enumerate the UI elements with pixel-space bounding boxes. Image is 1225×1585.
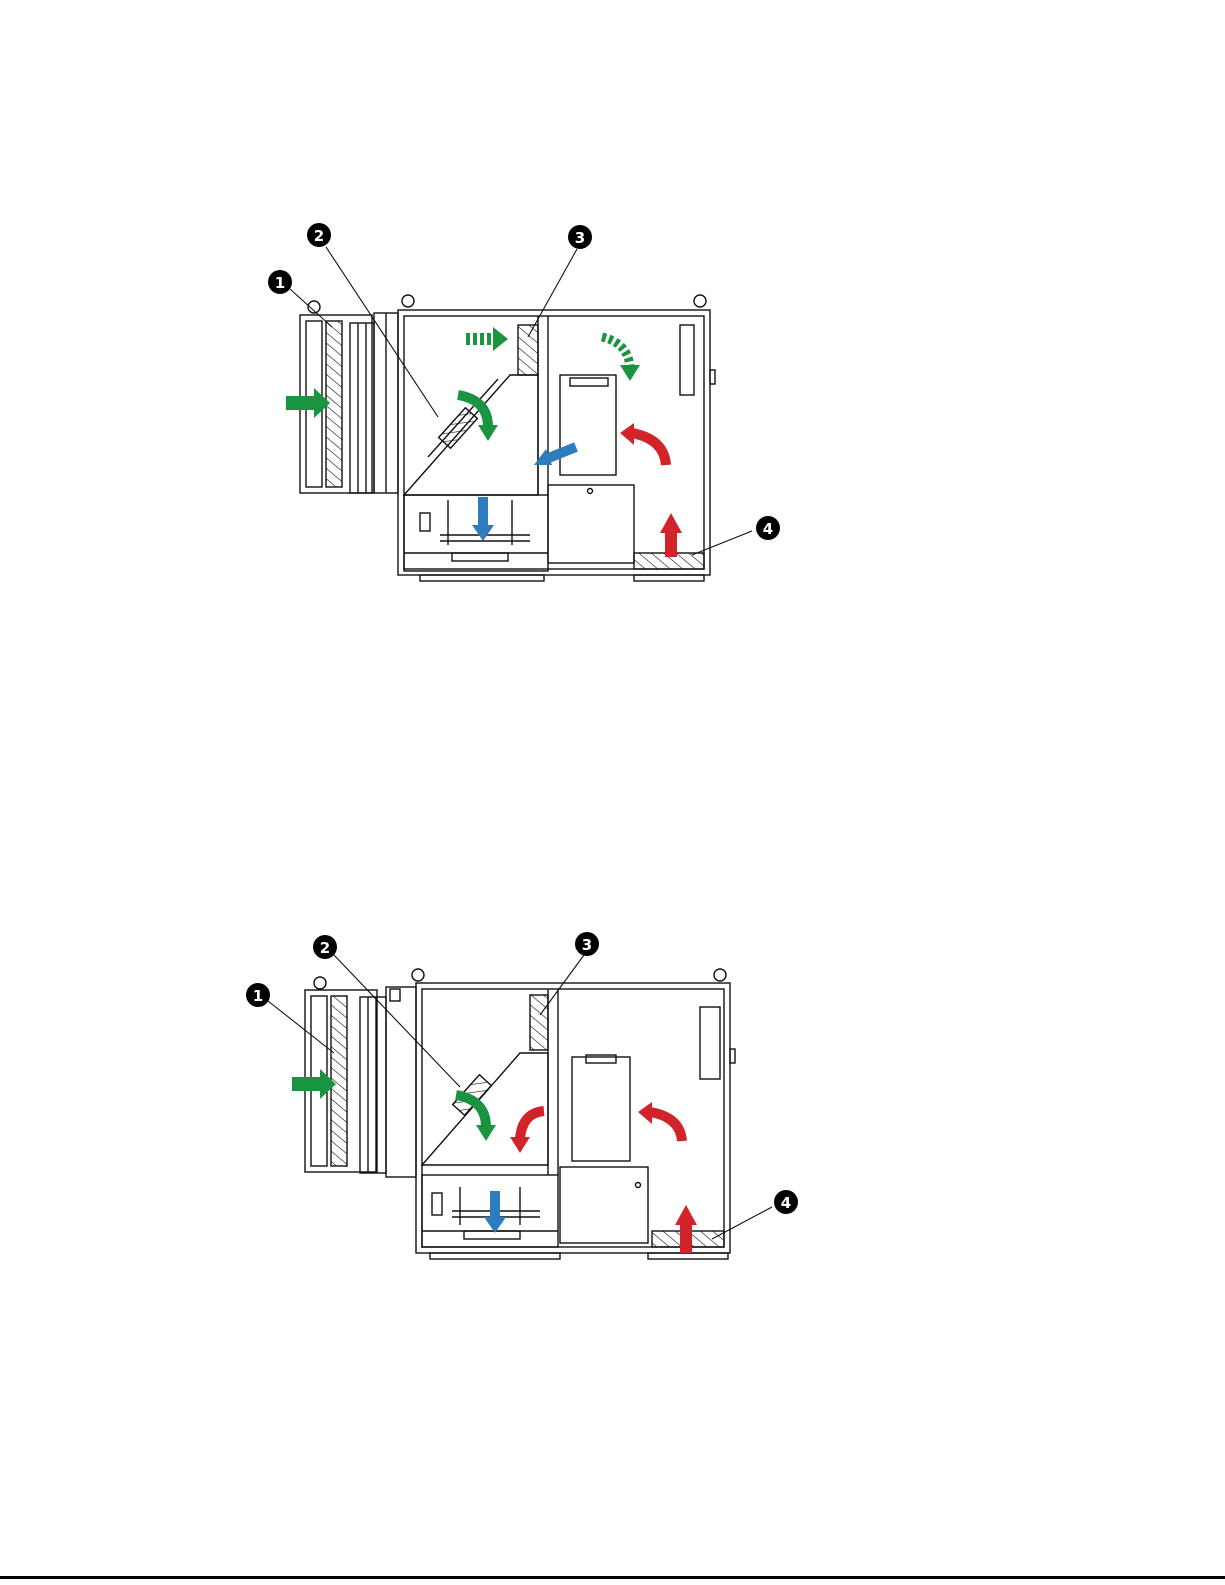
callout-3: 3 [575, 932, 599, 956]
damper-3 [530, 995, 548, 1050]
airflow-arrow-blue-down [484, 1191, 506, 1233]
damper-2 [404, 375, 538, 495]
lifting-eye [714, 969, 726, 981]
airflow-arrow-blue-diagonal [534, 447, 576, 465]
callout-4: 4 [774, 1190, 798, 1214]
callout-3: 3 [568, 225, 592, 249]
callout-1: 1 [268, 270, 292, 294]
airflow-diagram-1: 1 2 3 4 [0, 195, 1225, 615]
fan-section [404, 495, 548, 571]
airflow-arrow-green-intake [286, 388, 330, 418]
airflow-arrow-red-curved [638, 1102, 682, 1141]
lifting-eye [412, 969, 424, 981]
airflow-arrow-red-up [660, 513, 682, 557]
airflow-arrow-red-curved [620, 423, 666, 465]
callout-4-label: 4 [781, 1194, 791, 1212]
coil-box [572, 1057, 630, 1161]
airflow-diagram-2: 1 2 3 4 [0, 905, 1225, 1325]
callout-4-label: 4 [763, 520, 773, 538]
louver-filter-1 [331, 996, 347, 1166]
callout-1-label: 1 [275, 274, 285, 292]
page-bottom-rule [0, 1576, 1225, 1579]
callout-2: 2 [307, 223, 331, 247]
coil-box [560, 375, 616, 475]
lifting-eye [402, 295, 414, 307]
callout-3-label: 3 [582, 936, 592, 954]
callout-1-label: 1 [253, 987, 263, 1005]
airflow-arrow-green-intake [292, 1069, 336, 1099]
callout-2-label: 2 [314, 227, 324, 245]
airflow-arrow-red-curved-left [510, 1111, 544, 1153]
lifting-eye [694, 295, 706, 307]
callout-2: 2 [313, 935, 337, 959]
callout-4: 4 [756, 516, 780, 540]
callout-2-label: 2 [320, 939, 330, 957]
callout-3-label: 3 [575, 229, 585, 247]
airflow-arrow-green-dashed [466, 327, 508, 351]
callout-1: 1 [246, 983, 270, 1007]
damper-3 [518, 325, 538, 375]
